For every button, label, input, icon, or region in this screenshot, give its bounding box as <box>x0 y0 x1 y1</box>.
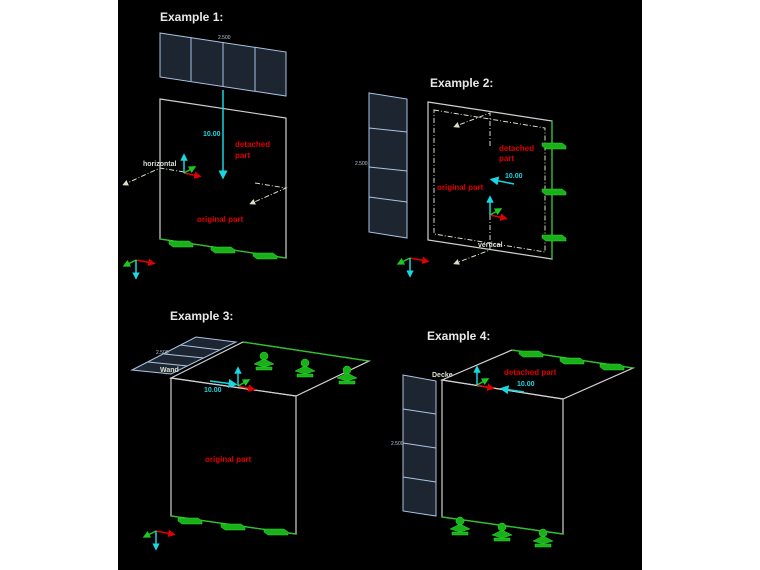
example-2-title: Example 2: <box>430 76 493 90</box>
force-arrow <box>209 378 238 388</box>
detached-label: detached part <box>504 368 557 377</box>
wall-outline <box>441 379 564 535</box>
example-4: Example 4: 2.500 Decke detached part 10.… <box>391 329 636 548</box>
force-arrow <box>499 385 525 395</box>
original-label: original part <box>197 215 244 224</box>
force-value: 10.00 <box>517 381 535 388</box>
load-value: 2.500 <box>355 161 368 167</box>
direction-label: horizontal <box>143 161 176 168</box>
detached-label-2: part <box>499 154 514 163</box>
example-1: Example 1: 2.500 10.00 detached part hor… <box>122 10 288 276</box>
example-4-title: Example 4: <box>427 329 490 343</box>
load-value: 2.500 <box>218 35 231 41</box>
direction-label: vertical <box>478 242 503 249</box>
example-3: Example 3: 2.500 Wand 10.00 original par… <box>130 309 372 547</box>
member-label: Decke <box>432 372 453 379</box>
diagram-canvas: Example 1: 2.500 10.00 detached part hor… <box>118 0 642 570</box>
example-2: Example 2: 2.500 detached part 10.00 ori… <box>355 76 567 274</box>
load-panel <box>368 92 408 239</box>
example-3-title: Example 3: <box>170 309 233 323</box>
example-1-title: Example 1: <box>160 10 223 24</box>
diagram-svg: Example 1: 2.500 10.00 detached part hor… <box>122 10 636 570</box>
detached-label-1: detached <box>499 144 534 153</box>
member-label: Wand <box>160 367 179 374</box>
detached-label-2: part <box>235 151 250 160</box>
load-value: 2.500 <box>391 441 404 447</box>
original-label: original part <box>205 455 252 464</box>
force-arrow <box>489 176 515 186</box>
load-value: 2.500 <box>156 350 169 356</box>
detached-label-1: detached <box>235 140 270 149</box>
original-label: original part <box>437 183 484 192</box>
force-value: 10.00 <box>505 173 523 180</box>
force-value: 10.00 <box>204 387 222 394</box>
force-value: 10.00 <box>203 131 221 138</box>
